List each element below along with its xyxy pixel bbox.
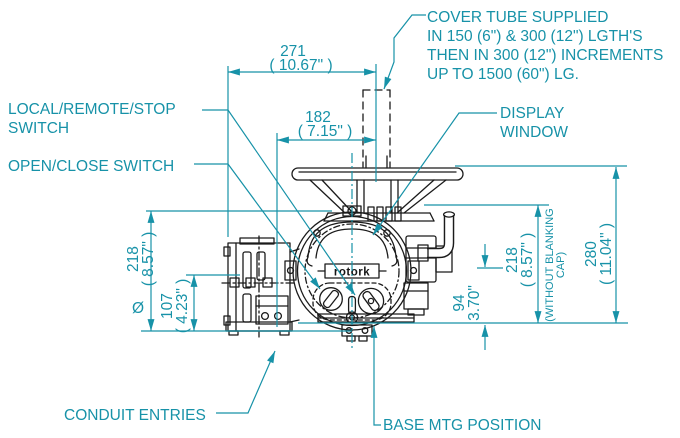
conduit-entries-label: CONDUIT ENTRIES <box>64 407 206 424</box>
terminal-compartment <box>221 235 300 338</box>
local-remote-stop-label-line1: LOCAL/REMOTE/STOP <box>8 101 176 118</box>
diameter-symbol: Ø <box>132 300 144 317</box>
rotork-logo-text: rotork <box>334 267 370 279</box>
leader-lines <box>194 14 497 426</box>
display-window-label-line1: DISPLAY <box>500 105 564 122</box>
dimension-lines <box>141 64 628 351</box>
dim-body-dia-in: ( 8.57" ) <box>140 232 157 287</box>
dim-overall-height-mm: 280 <box>583 241 600 267</box>
dim-conduit-height-mm: 107 <box>159 293 176 319</box>
dim-right-height-in: ( 8.57" ) <box>519 233 536 288</box>
cover-tube-label-line3: THEN IN 300 (12") INCREMENTS <box>427 47 663 64</box>
actuator-line-art: rotork <box>221 89 464 342</box>
dim-base-height-mm: 94 <box>451 294 468 312</box>
dim-right-height-mm: 218 <box>504 247 521 273</box>
dimension-texts: 271 ( 10.67" ) 182 ( 7.15" ) 218 ( 8.57"… <box>125 43 615 333</box>
dim-right-height-note2: CAP) <box>555 252 567 278</box>
handwheel <box>291 167 464 222</box>
dim-conduit-height-in: ( 4.23" ) <box>174 279 191 334</box>
open-close-switch-label: OPEN/CLOSE SWITCH <box>8 158 174 175</box>
base-mtg-position-label: BASE MTG POSITION <box>383 417 541 434</box>
base-flange <box>317 313 415 342</box>
dim-center-width-mm: 182 <box>305 109 331 126</box>
cover-tube-label-line1: COVER TUBE SUPPLIED <box>427 9 608 26</box>
cover-tube-label-line4: UP TO 1500 (60") LG. <box>427 66 579 83</box>
callout-labels: COVER TUBE SUPPLIED IN 150 (6") & 300 (1… <box>8 9 663 434</box>
dim-body-dia-mm: 218 <box>125 246 142 272</box>
dim-overall-width-mm: 271 <box>280 43 306 60</box>
dim-overall-width-in: ( 10.67" ) <box>269 57 332 74</box>
display-window-label-line2: WINDOW <box>500 124 568 141</box>
control-knobs <box>312 282 392 324</box>
dim-overall-height-in: ( 11.04" ) <box>598 223 615 285</box>
dim-base-height-in: 3.70" <box>466 285 483 321</box>
local-remote-stop-label-line2: SWITCH <box>8 120 69 137</box>
right-side-assembly <box>403 211 456 316</box>
dim-center-width-in: ( 7.15" ) <box>298 123 353 140</box>
dim-right-height-note1: (WITHOUT BLANKING <box>544 208 556 321</box>
cover-tube-label-line2: IN 150 (6") & 300 (12") LGTH'S <box>427 28 643 45</box>
